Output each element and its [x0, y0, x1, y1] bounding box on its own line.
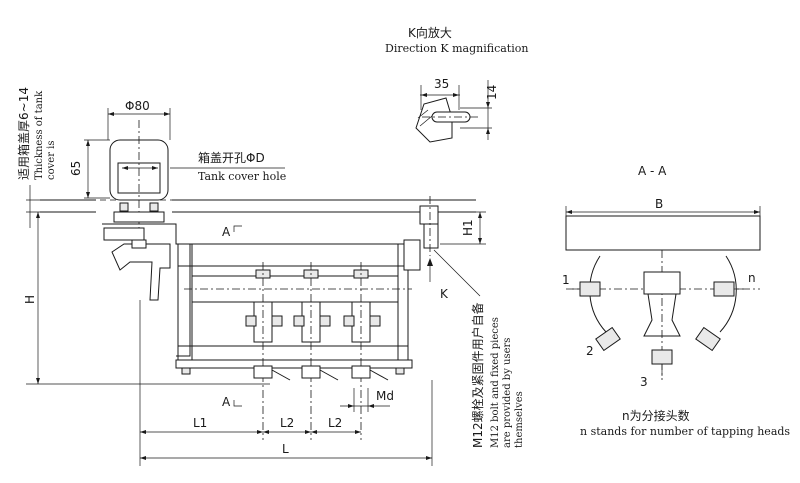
dim-l2b: L2 [328, 416, 342, 430]
dim-65: 65 [69, 161, 83, 176]
terminal-n [713, 281, 744, 297]
dim-phi80: Φ80 [125, 99, 150, 113]
bolt-note-en-3: themselves [514, 391, 525, 448]
dim-14: 14 [485, 85, 499, 100]
terminal-label-n: n [748, 271, 756, 285]
terminal-label-3: 3 [640, 375, 648, 389]
terminal-right-lower [695, 326, 721, 352]
dim-h: H [23, 295, 37, 304]
bottom-dims: L1 L2 L2 L Md [139, 300, 433, 466]
section-mark-a-upper: A [222, 225, 231, 239]
bolt-note-cn: M12螺栓及紧固件用户自备 [470, 302, 485, 448]
terminal-label-2: 2 [586, 344, 594, 358]
bolt-note-en-1: M12 bolt and fixed pieces [490, 317, 501, 448]
section-title: A - A [638, 164, 667, 178]
contact-3 [343, 262, 389, 440]
thickness-en-2: cover is [46, 141, 57, 180]
bolt-note-en-2: are provided by users [502, 338, 513, 448]
terminal-label-1: 1 [562, 273, 570, 287]
taps-note-cn: n为分接头数 [622, 408, 690, 423]
k-arrow-label: K [440, 287, 449, 301]
contact-1 [245, 262, 291, 440]
bolt-note: M12螺栓及紧固件用户自备 M12 bolt and fixed pieces … [470, 302, 525, 448]
dim-l: L [282, 442, 289, 456]
k-title-cn: K向放大 [408, 25, 452, 40]
k-detail: K向放大 Direction K magnification 35 14 [385, 25, 528, 143]
terminal-3 [651, 349, 673, 376]
section-mark-a-lower: A [222, 395, 231, 409]
terminal-1 [572, 281, 601, 297]
dim-35: 35 [434, 77, 449, 91]
dim-l1: L1 [193, 416, 207, 430]
terminal-2 [595, 326, 621, 352]
k-title-en: Direction K magnification [385, 42, 528, 55]
dim-b: B [655, 197, 663, 211]
tank-hole-cn: 箱盖开孔ΦD [198, 150, 265, 165]
taps-note-en: n stands for number of tapping heads [580, 425, 790, 438]
section-a-a: A - A B 1 [562, 164, 790, 438]
thickness-en-1: Thickness of tank [34, 90, 45, 180]
tank-cover-section: Φ80 65 箱盖开孔ΦD Tank cover hole 适用箱盖厚6~14 … [16, 87, 486, 256]
switch-body: A A K [102, 223, 481, 440]
dim-md: Md [376, 389, 394, 403]
dim-l2a: L2 [280, 416, 294, 430]
dim-h-group: H [23, 212, 270, 385]
thickness-cn: 适用箱盖厚6~14 [16, 87, 31, 180]
tank-hole-en: Tank cover hole [198, 170, 286, 183]
dim-h1: H1 [461, 219, 475, 236]
contact-2 [293, 262, 339, 440]
